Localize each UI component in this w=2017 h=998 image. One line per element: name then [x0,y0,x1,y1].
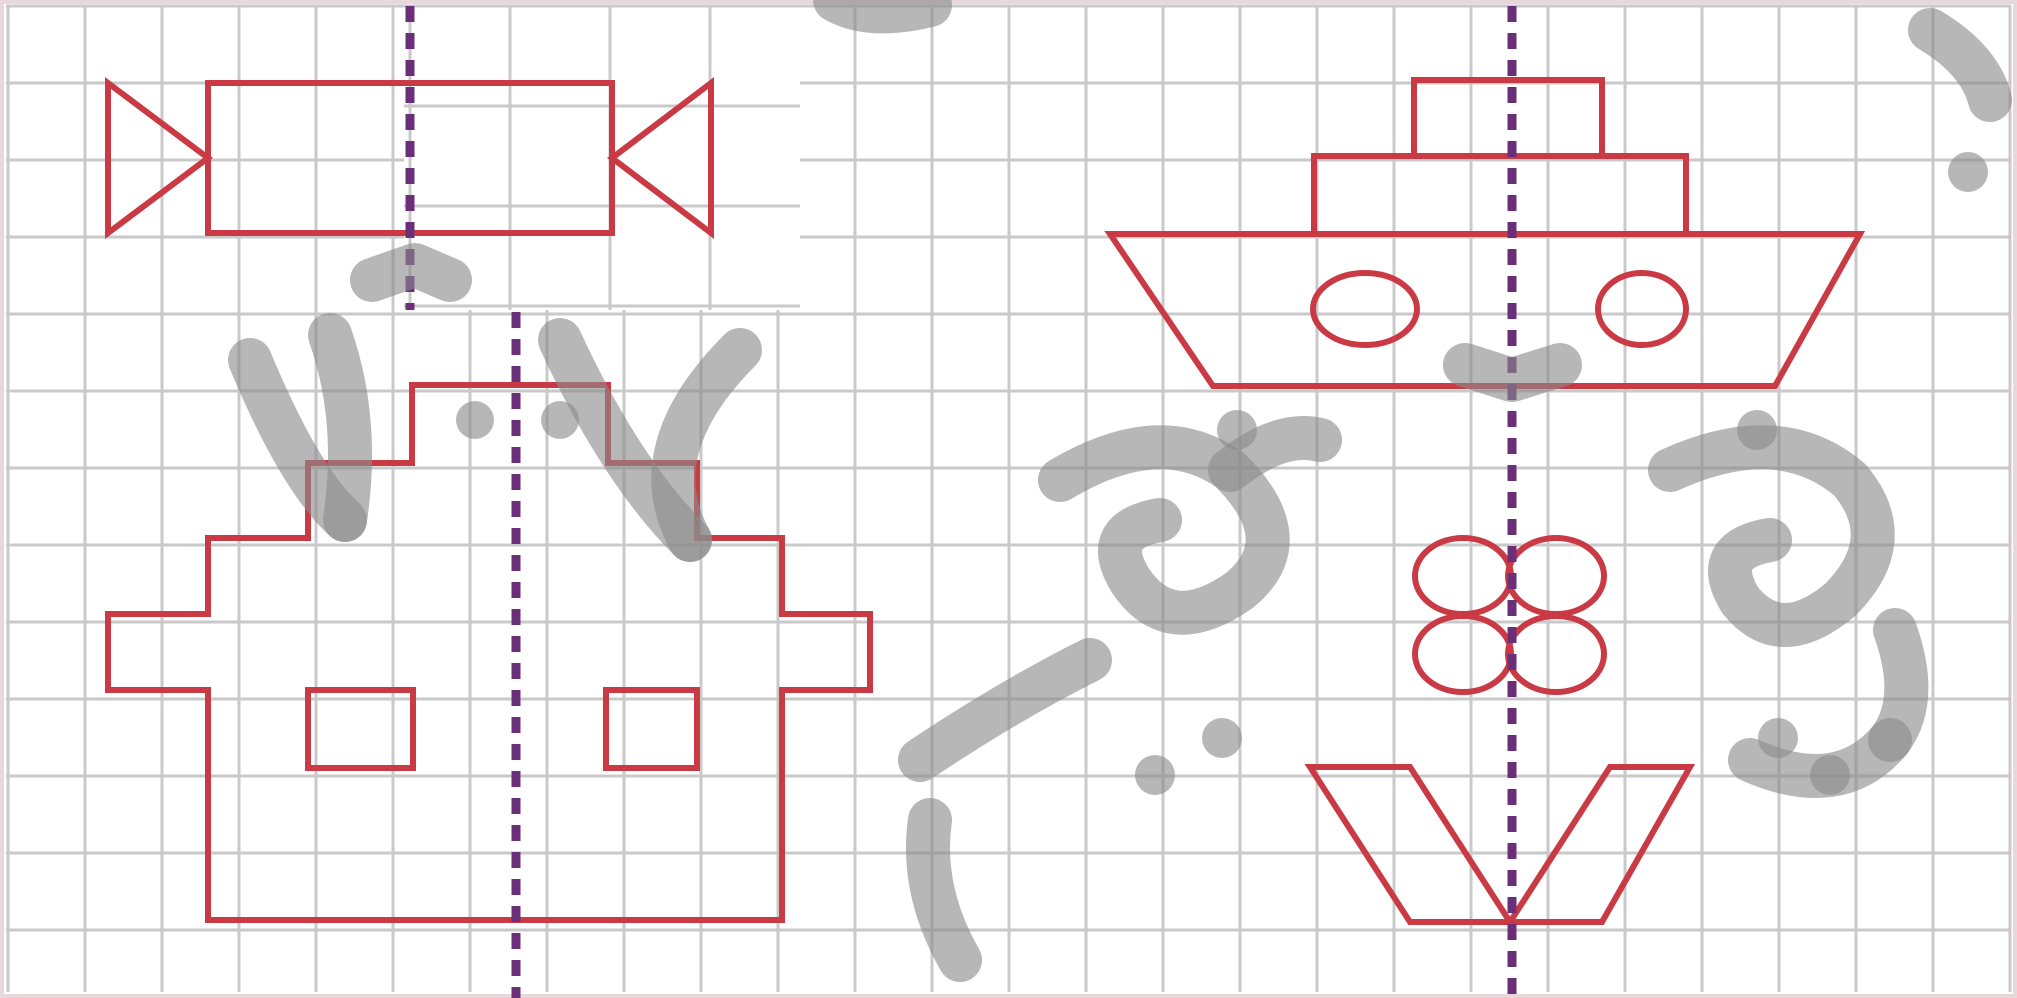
wm-dot-2 [541,401,579,439]
wm-stroke-13 [835,0,930,11]
wm-dot-6 [1202,718,1242,758]
wm-dot-8 [1810,755,1850,795]
wm-dot-3 [1217,410,1257,450]
wm-stroke-11 [1890,630,1906,740]
wm-stroke-2 [330,335,350,520]
wm-dot-5 [1135,755,1175,795]
wm-dot-1 [456,401,494,439]
wm-chevron-right [1465,365,1560,380]
wm-dot-9 [1948,152,1988,192]
wm-dot-7 [1758,718,1798,758]
wm-dot-4 [1737,410,1777,450]
wm-chevron-left [372,265,450,280]
